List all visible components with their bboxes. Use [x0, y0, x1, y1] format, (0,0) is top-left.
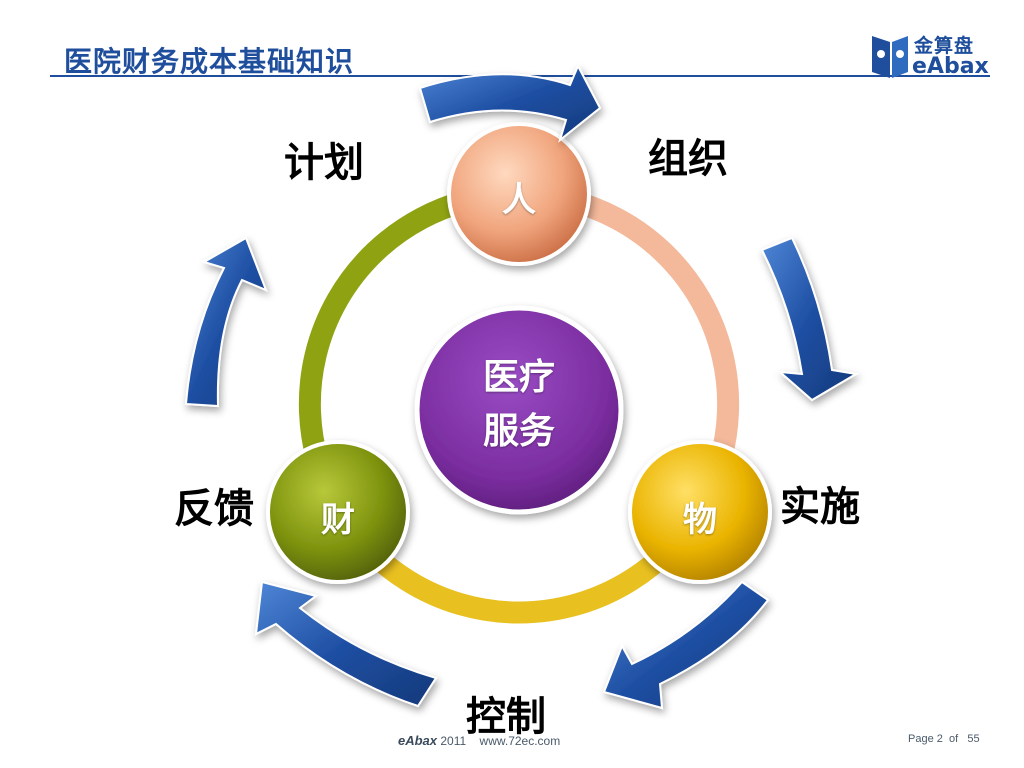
footer-url: www.72ec.com	[479, 734, 561, 748]
logo-chinese-name: 金算盘	[914, 35, 975, 57]
node-wu	[628, 440, 772, 584]
label-implement: 实施	[780, 484, 860, 530]
node-ren	[447, 122, 591, 266]
footer-brand: eAbax	[398, 733, 438, 748]
node-wu-label: 物	[683, 500, 717, 540]
footer-year: 2011	[440, 734, 467, 748]
label-plan: 计划	[284, 140, 364, 186]
footer-credit: eAbax 2011 www.72ec.com	[398, 733, 560, 748]
label-control: 控制	[466, 694, 546, 740]
label-organize: 组织	[648, 136, 728, 182]
arrow-feedback-to-plan	[184, 236, 268, 408]
page-title: 医院财务成本基础知识	[64, 45, 355, 78]
center-label: 医疗 服务	[459, 351, 579, 459]
label-feedback: 反馈	[174, 486, 254, 532]
logo-english-name: eAbax	[912, 54, 989, 79]
arrow-plan-to-organize	[418, 63, 602, 143]
arrow-implement-to-control	[602, 580, 770, 710]
abacus-logo-icon	[872, 36, 908, 78]
center-label-line1: 医疗	[482, 357, 555, 398]
page-current: 2	[936, 733, 943, 745]
page-indicator: Page 2 of 55	[908, 733, 980, 745]
arrow-organize-to-implement	[760, 236, 859, 402]
node-cai-label: 财	[321, 500, 355, 540]
page-label: Page	[908, 733, 934, 745]
center-label-line2: 服务	[482, 411, 555, 452]
node-cai	[266, 440, 410, 584]
node-ren-label: 人	[502, 180, 536, 220]
arrow-control-to-feedback	[254, 580, 438, 708]
brand-logo: 金算盘 eAbax	[868, 30, 992, 82]
center-circle	[414, 305, 624, 515]
page-total: 55	[967, 733, 980, 745]
page-of: of	[949, 733, 959, 745]
